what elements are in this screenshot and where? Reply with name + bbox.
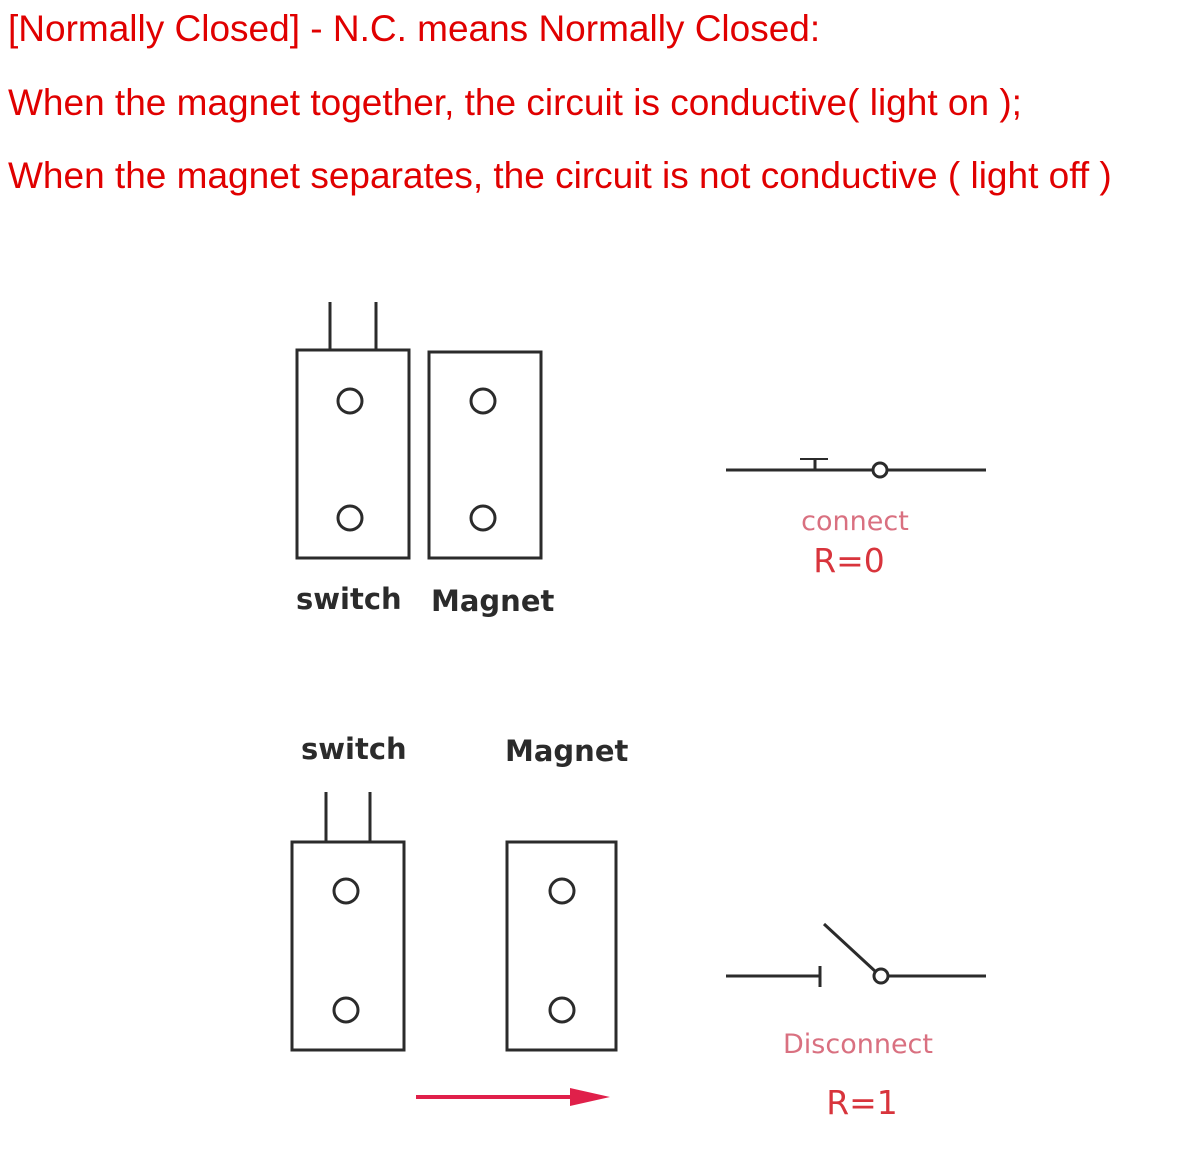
open-state-group: switch Magnet Disconnect R=1 <box>290 732 986 1122</box>
header-description-open: When the magnet separates, the circuit i… <box>8 155 1112 196</box>
closed-switch-body <box>295 348 411 560</box>
open-magnet-label: Magnet <box>505 734 629 768</box>
open-switch-body <box>290 840 406 1052</box>
open-magnet-hole-bottom <box>548 996 576 1024</box>
closed-magnet-body <box>427 350 543 560</box>
closed-status-label: connect <box>801 506 909 537</box>
open-switch-hole-top <box>332 877 360 905</box>
open-contact-symbol <box>726 922 986 987</box>
separation-arrow-icon <box>416 1088 610 1106</box>
closed-switch-label: switch <box>296 582 402 616</box>
closed-switch-hole-bottom <box>336 504 364 532</box>
closed-state-group: switch Magnet connect R=0 <box>295 302 986 618</box>
header-description-closed: When the magnet together, the circuit is… <box>8 82 1022 123</box>
open-magnet-body <box>505 840 618 1052</box>
closed-switch-hole-top <box>336 387 364 415</box>
open-resistance-label: R=1 <box>826 1083 898 1122</box>
closed-magnet-label: Magnet <box>431 584 555 618</box>
closed-resistance-label: R=0 <box>813 541 885 580</box>
closed-contact-symbol <box>726 458 986 479</box>
open-switch-hole-bottom <box>332 996 360 1024</box>
header-title: [Normally Closed] - N.C. means Normally … <box>8 8 821 49</box>
closed-magnet-hole-bottom <box>469 504 497 532</box>
closed-magnet-hole-top <box>469 387 497 415</box>
open-switch-label: switch <box>301 732 407 766</box>
open-status-label: Disconnect <box>783 1029 933 1060</box>
open-magnet-hole-top <box>548 877 576 905</box>
